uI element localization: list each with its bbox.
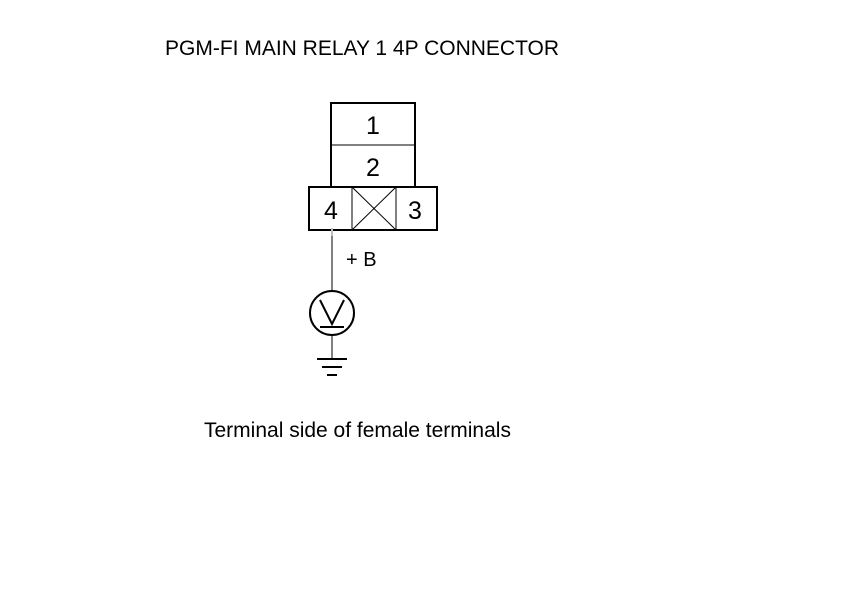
connector-lower-body	[308, 186, 438, 231]
diagram-title: PGM-FI MAIN RELAY 1 4P CONNECTOR	[165, 37, 560, 60]
empty-cavity-icon	[351, 186, 397, 231]
terminal-1-label: 1	[366, 112, 380, 140]
terminal-2-label: 2	[366, 154, 380, 182]
voltmeter-icon	[309, 290, 355, 336]
terminal-3-label: 3	[408, 197, 422, 225]
terminal-4-label: 4	[324, 197, 338, 225]
ground-icon	[317, 358, 347, 376]
diagram-caption: Terminal side of female terminals	[204, 419, 511, 442]
supply-label: + B	[346, 249, 377, 271]
